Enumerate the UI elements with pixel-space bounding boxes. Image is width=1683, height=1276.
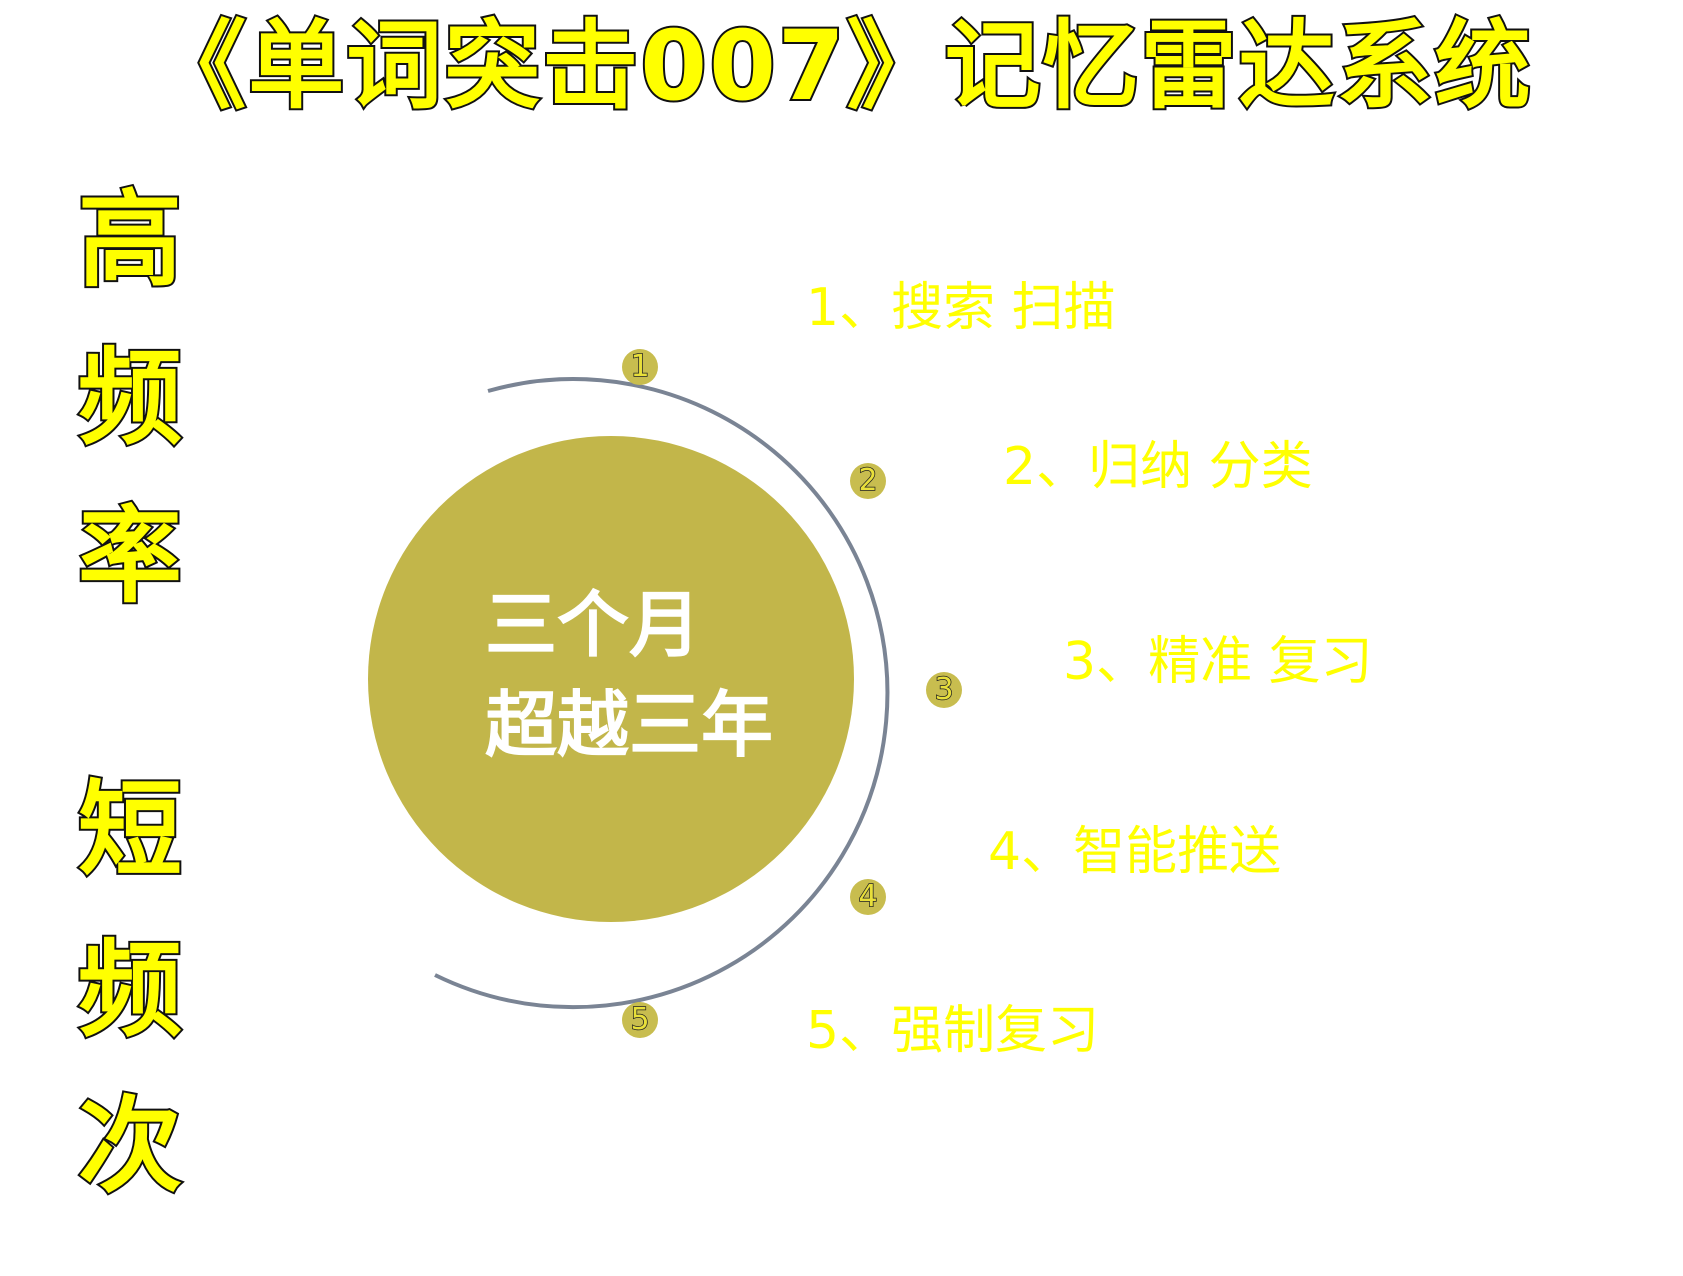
center-label-line-2: 超越三年 <box>485 683 774 767</box>
step-label-5: 5、强制复习 <box>806 1001 1100 1061</box>
node-number-1: 1 <box>630 348 651 385</box>
side-char-6: 次 <box>76 1084 184 1208</box>
step-label-1: 1、搜索 扫描 <box>806 278 1116 338</box>
step-label-4: 4、智能推送 <box>988 822 1282 882</box>
node-circle-5 <box>622 1002 658 1038</box>
radar-arc <box>434 377 890 1010</box>
side-char-4: 短 <box>76 768 184 892</box>
step-label-3: 3、精准 复习 <box>1063 632 1373 692</box>
node-circle-2 <box>850 463 886 499</box>
node-number-5: 5 <box>630 1001 651 1038</box>
center-label: 三个月 超越三年 <box>485 575 825 775</box>
side-char-1: 高 <box>76 178 184 302</box>
node-number-4: 4 <box>858 878 879 915</box>
node-circle-1 <box>622 349 658 385</box>
step-label-2: 2、归纳 分类 <box>1003 437 1313 497</box>
node-number-3: 3 <box>934 671 955 708</box>
node-circle-4 <box>850 879 886 915</box>
node-number-2: 2 <box>858 462 879 499</box>
node-circle-3 <box>926 672 962 708</box>
side-char-2: 频 <box>76 336 184 460</box>
main-title: 《单词突击007》记忆雷达系统 <box>148 8 1533 124</box>
center-circle <box>368 436 854 922</box>
side-char-5: 频 <box>76 928 184 1052</box>
side-char-3: 率 <box>76 494 184 618</box>
center-label-line-1: 三个月 <box>485 583 702 667</box>
